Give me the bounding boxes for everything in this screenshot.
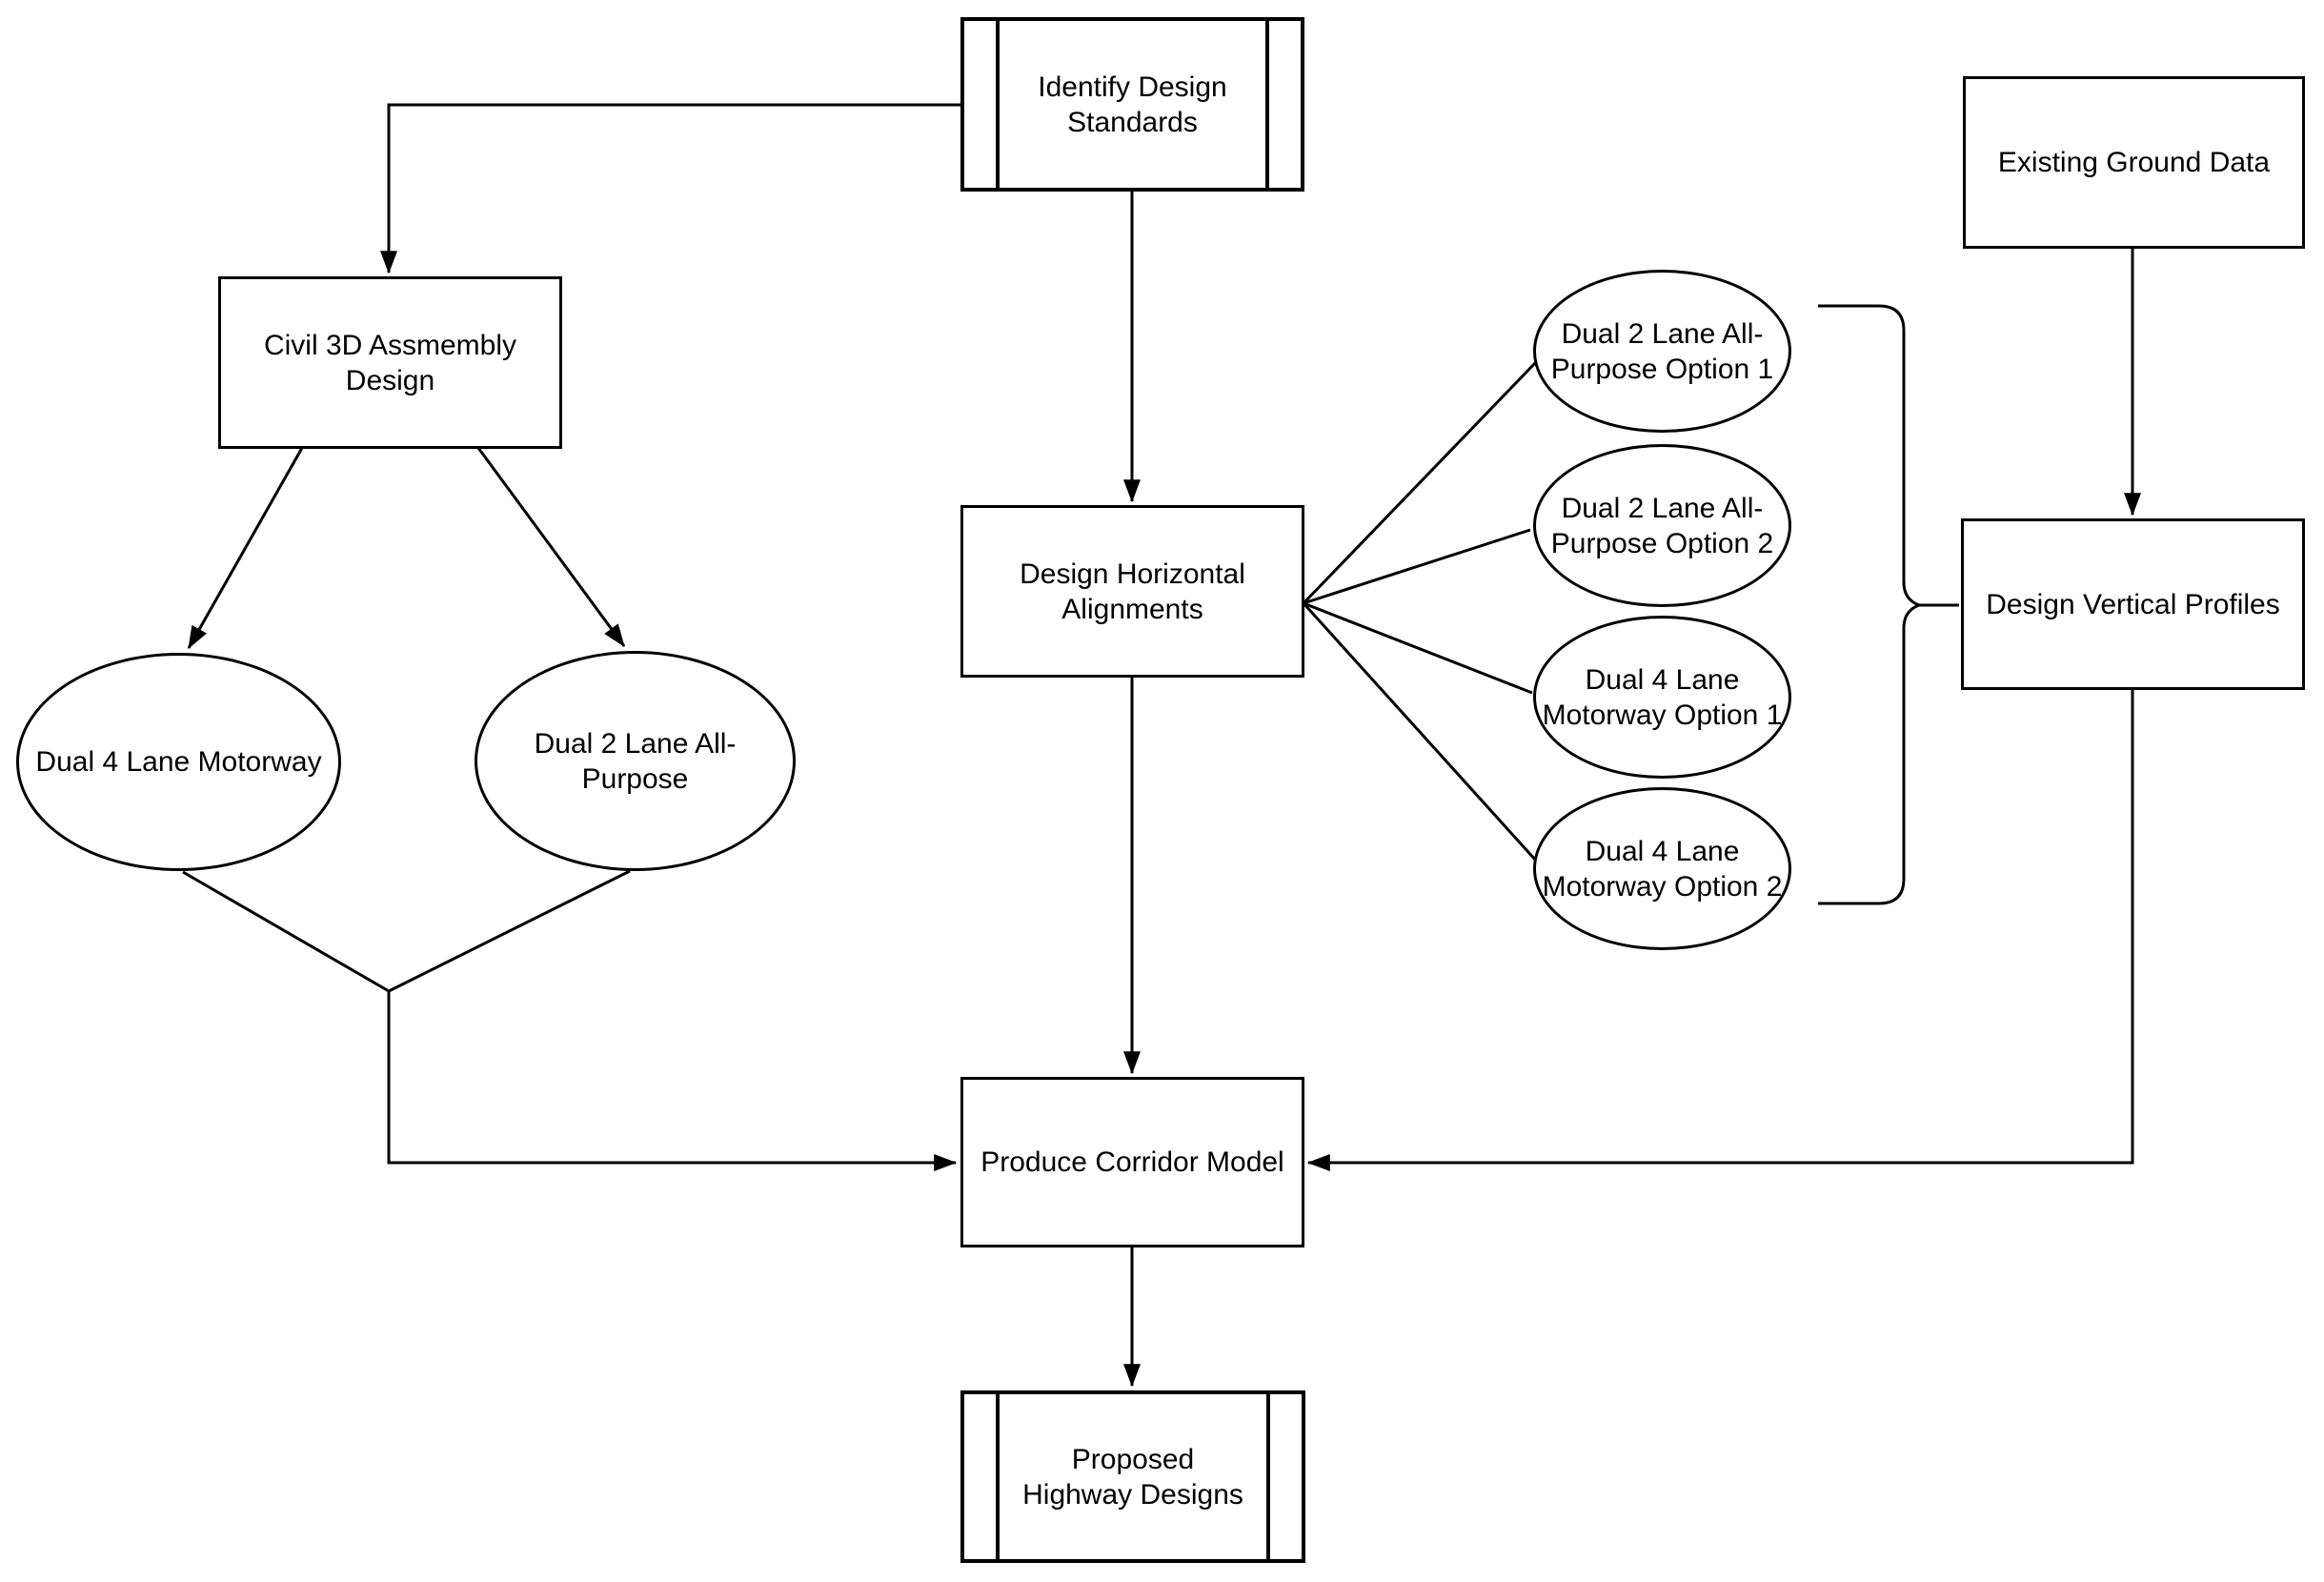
- edge-identify-to-civil3d: [380, 103, 960, 274]
- predefined-process-bar: [996, 1394, 1000, 1559]
- node-label: Produce Corridor Model: [980, 1146, 1284, 1178]
- edge-civil3d-to-dual2-allpurpose: [476, 447, 626, 647]
- edge-vertical-profiles-to-corridor-model: [1306, 689, 2134, 1171]
- node-label: Dual 2 Lane All- Purpose Option 1: [1550, 317, 1774, 385]
- node-label: Dual 4 Lane Motorway Option 1: [1542, 663, 1783, 731]
- node-label: Existing Ground Data: [1997, 147, 2271, 178]
- node-dual-4-lane-motorway-option-2: Dual 4 Lane Motorway Option 2: [1533, 787, 1791, 950]
- edge-merge-junction-to-corridor-model: [182, 870, 958, 1171]
- node-label: Dual 2 Lane All- Purpose: [534, 727, 737, 795]
- node-label: Design Horizontal Alignments: [1020, 558, 1245, 625]
- node-label: Proposed Highway Designs: [1022, 1443, 1243, 1511]
- edge-fan-to-option4: [1302, 601, 1538, 862]
- predefined-process-bar: [996, 21, 1000, 188]
- predefined-process-bar: [1265, 21, 1269, 188]
- node-design-vertical-profiles: Design Vertical Profiles: [1961, 518, 2305, 690]
- node-dual-4-lane-motorway-option-1: Dual 4 Lane Motorway Option 1: [1533, 616, 1791, 779]
- node-identify-design-standards: Identify Design Standards: [960, 17, 1304, 192]
- node-label: Design Vertical Profiles: [1986, 588, 2280, 620]
- node-label: Dual 4 Lane Motorway: [35, 746, 322, 778]
- edge-fan-to-option3: [1303, 601, 1533, 695]
- node-label: Dual 2 Lane All- Purpose Option 2: [1550, 492, 1774, 559]
- node-label: Dual 4 Lane Motorway Option 2: [1542, 835, 1783, 903]
- node-label: Civil 3D Assmembly Design: [263, 329, 517, 396]
- edge-dual2-allpurpose-to-merge-junction: [388, 869, 631, 993]
- alignment-options-brace: [1818, 304, 1924, 905]
- node-dual-2-lane-all-purpose: Dual 2 Lane All- Purpose: [475, 651, 796, 871]
- edge-fan-to-option2: [1303, 528, 1531, 605]
- node-dual-4-lane-motorway: Dual 4 Lane Motorway: [16, 653, 341, 871]
- node-design-horizontal-alignments: Design Horizontal Alignments: [960, 505, 1304, 678]
- node-label: Identify Design Standards: [1038, 71, 1227, 138]
- predefined-process-bar: [1266, 1394, 1270, 1559]
- node-proposed-highway-designs: Proposed Highway Designs: [960, 1390, 1305, 1563]
- node-produce-corridor-model: Produce Corridor Model: [960, 1077, 1304, 1247]
- edge-civil3d-to-dual4-motorway: [187, 447, 304, 650]
- node-dual-2-lane-all-purpose-option-2: Dual 2 Lane All- Purpose Option 2: [1533, 444, 1791, 607]
- node-existing-ground-data: Existing Ground Data: [1963, 76, 2305, 249]
- node-dual-2-lane-all-purpose-option-1: Dual 2 Lane All- Purpose Option 1: [1533, 270, 1791, 433]
- edge-fan-to-option1: [1302, 360, 1538, 605]
- node-civil-3d-assembly-design: Civil 3D Assmembly Design: [218, 276, 562, 449]
